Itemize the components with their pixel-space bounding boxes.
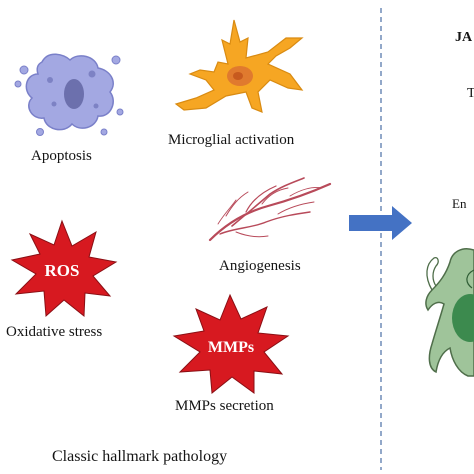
transition-arrow-icon <box>349 206 412 240</box>
angiogenesis-vessels-icon <box>208 177 332 242</box>
apoptotic-cell-icon <box>14 53 124 136</box>
right-panel-fragment-en: En <box>452 196 467 211</box>
microglial-activation-label: Microglial activation <box>168 132 295 148</box>
classic-hallmark-pathology-title: Classic hallmark pathology <box>52 448 228 465</box>
oxidative-stress-label: Oxidative stress <box>6 324 103 340</box>
right-panel-fragment-t: T <box>467 86 474 101</box>
microglia-cell-icon <box>174 19 304 113</box>
right-panel-fragment-ja: JA <box>455 30 473 45</box>
ros-star-badge: ROS <box>10 219 118 318</box>
mmps-star-badge: MMPs <box>172 293 290 394</box>
mmps-secretion-label: MMPs secretion <box>175 398 274 414</box>
mmps-badge-label: MMPs <box>208 339 254 356</box>
endothelial-cell-icon <box>425 248 474 377</box>
ros-badge-label: ROS <box>45 261 80 280</box>
apoptosis-label: Apoptosis <box>31 148 92 164</box>
angiogenesis-label: Angiogenesis <box>219 258 301 274</box>
